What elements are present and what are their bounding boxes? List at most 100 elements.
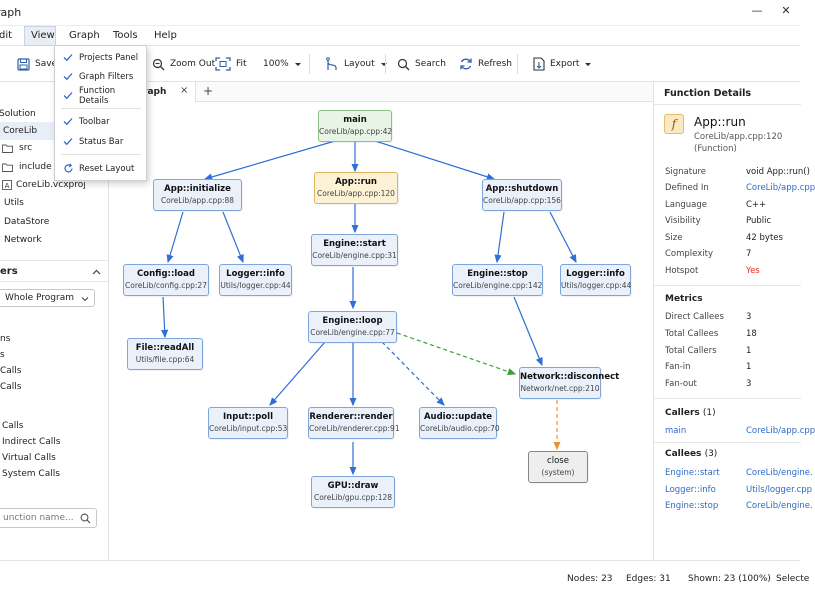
search-icon: [80, 513, 91, 524]
filter-item[interactable]: Calls: [0, 362, 108, 380]
filter-item[interactable]: ns: [0, 330, 108, 348]
zoom-level-value: 100%: [263, 59, 289, 69]
metric-direct-callees-value: 3: [746, 312, 752, 322]
fit-button[interactable]: Fit: [215, 55, 247, 73]
node-file: CoreLib/app.cpp:156: [483, 196, 561, 205]
fit-icon: [215, 57, 231, 71]
zoom-level-dropdown[interactable]: 100%: [263, 55, 302, 73]
graph-node-close[interactable]: close(system): [528, 451, 588, 483]
view-menu-label: Projects Panel: [79, 53, 139, 63]
filter-indirect-calls[interactable]: Indirect Calls: [0, 433, 108, 451]
view-menu-toolbar[interactable]: Toolbar: [55, 114, 147, 130]
tree-network[interactable]: Network: [0, 231, 108, 249]
caller-file-link[interactable]: CoreLib/app.cpp: [746, 426, 815, 436]
prop-defined-link[interactable]: CoreLib/app.cpp: [746, 183, 815, 193]
filter-virtual-calls[interactable]: Virtual Calls: [0, 449, 108, 467]
callee-link[interactable]: Engine::stop: [665, 501, 719, 511]
minimize-icon[interactable]: —: [751, 4, 763, 17]
save-label: Save: [35, 59, 58, 69]
divider: [654, 104, 801, 105]
metric-fanin-key: Fan-in: [665, 362, 691, 372]
refresh-button[interactable]: Refresh: [459, 55, 512, 73]
callee-file-link[interactable]: Utils/logger.cpp: [746, 485, 813, 495]
menu-separator: [61, 108, 141, 109]
callee-link[interactable]: Engine::start: [665, 468, 720, 478]
menu-view[interactable]: View: [31, 30, 55, 41]
function-search-input[interactable]: unction name...: [0, 508, 97, 528]
edge: [549, 211, 577, 264]
panel-title: Function Details: [664, 88, 752, 99]
view-menu-projects-panel[interactable]: Projects Panel: [55, 50, 147, 66]
prop-size-value: 42 bytes: [746, 233, 783, 243]
menu-edit[interactable]: dit: [0, 30, 13, 41]
menu-help[interactable]: Help: [154, 30, 177, 41]
tree-datastore[interactable]: DataStore: [0, 213, 108, 231]
caller-link[interactable]: main: [665, 426, 687, 436]
metric-total-callees-value: 18: [746, 329, 757, 339]
status-selected: Selecte: [776, 574, 810, 584]
status-bar: Nodes: 23 Edges: 31 Shown: 23 (100%) Sel…: [0, 560, 809, 600]
chevron-down-icon: [585, 62, 592, 67]
tree-solution[interactable]: Solution: [0, 105, 107, 123]
save-button[interactable]: Save: [17, 55, 57, 73]
prop-language-value: C++: [746, 200, 767, 210]
tree-utils[interactable]: Utils: [0, 194, 108, 212]
search-button[interactable]: Search: [397, 55, 446, 73]
zoom-out-button[interactable]: Zoom Out: [152, 55, 215, 73]
add-tab-icon[interactable]: +: [203, 84, 214, 98]
tree-include[interactable]: include: [0, 158, 108, 176]
export-icon: [533, 57, 545, 71]
tab-graph-label: raph: [143, 87, 167, 97]
callee-file-link[interactable]: CoreLib/engine.: [746, 501, 813, 511]
prop-language-key: Language: [665, 200, 707, 210]
view-menu-status-bar[interactable]: Status Bar: [55, 134, 147, 150]
graph-filters-header[interactable]: ers: [0, 260, 108, 282]
view-menu-reset-layout[interactable]: Reset Layout: [55, 161, 147, 177]
menu-tools[interactable]: Tools: [113, 30, 138, 41]
tree-datastore-label: DataStore: [4, 217, 50, 227]
callee-file-link[interactable]: CoreLib/engine.: [746, 468, 813, 478]
scope-select[interactable]: Whole Program: [0, 289, 95, 307]
node-title: close: [547, 456, 569, 466]
tree-src-label: src: [19, 143, 33, 153]
folder-icon: [2, 144, 13, 153]
menu-graph[interactable]: Graph: [69, 30, 100, 41]
tree-vcxproj[interactable]: A CoreLib.vcxproj: [0, 176, 108, 194]
filter-item-label: Calls: [2, 421, 24, 431]
view-menu-function-details[interactable]: Function Details: [55, 86, 147, 106]
edge: [381, 341, 445, 406]
close-window-icon[interactable]: ✕: [781, 4, 791, 17]
callees-title: Callees (3): [665, 449, 717, 459]
filter-system-calls[interactable]: System Calls: [0, 465, 108, 483]
export-button[interactable]: Export: [533, 55, 592, 73]
prop-hotspot-key: Hotspot: [665, 266, 699, 276]
filter-item-label: s: [0, 350, 5, 360]
tree-src[interactable]: src: [0, 139, 108, 157]
callee-link[interactable]: Logger::info: [665, 485, 716, 495]
filter-item[interactable]: Calls: [0, 378, 108, 396]
tab-close-icon[interactable]: ×: [180, 85, 189, 96]
filter-item[interactable]: s: [0, 346, 108, 364]
metrics-title: Metrics: [665, 294, 703, 304]
view-menu-graph-filters[interactable]: Graph Filters: [55, 69, 147, 85]
node-file: Utils/logger.cpp:44: [220, 281, 291, 290]
layout-button[interactable]: Layout: [325, 55, 388, 73]
filter-item[interactable]: Calls: [0, 417, 108, 435]
